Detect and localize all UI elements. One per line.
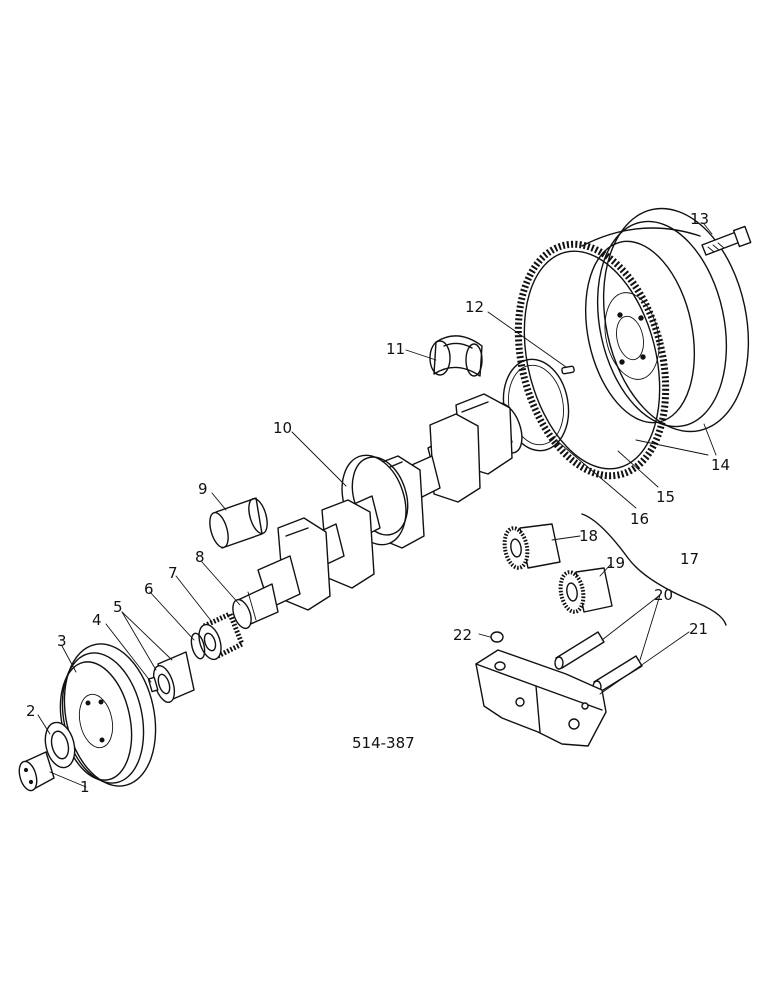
crankshaft [232,393,523,630]
washer [44,721,76,769]
callout-15: 15 [656,488,675,506]
callout-18: 18 [579,527,598,545]
thrust-bearing [429,335,483,377]
spacer-collar [152,651,195,703]
leader-lines [37,223,717,788]
o-ring [190,632,206,660]
callout-19: 19 [606,554,625,572]
drawing-code: 514-387 [352,734,415,752]
callout-labels: 1 2 3 4 5 6 7 8 9 10 11 12 13 14 15 16 1… [26,210,730,796]
callout-5: 5 [113,598,123,616]
callout-17: 17 [680,550,699,568]
callout-2: 2 [26,702,36,720]
crank-pulley [59,643,157,787]
dowel-pin [561,365,575,375]
callout-12: 12 [465,298,484,316]
callout-10: 10 [273,419,292,437]
callout-3: 3 [57,632,67,650]
callout-1: 1 [80,778,90,796]
pump-o-ring [490,631,504,643]
callout-22: 22 [453,626,472,644]
ring-gear [514,240,670,480]
callout-7: 7 [168,564,178,582]
callout-4: 4 [92,611,102,629]
callout-6: 6 [144,580,154,598]
bearing-shell [209,497,268,549]
flywheel-bolt [701,225,752,256]
pump-shafts [554,631,643,694]
callout-16: 16 [630,510,649,528]
pump-gear-lower [558,567,613,614]
callout-14: 14 [711,456,730,474]
callout-9: 9 [198,480,208,498]
woodruff-key [147,676,159,693]
callout-8: 8 [195,548,205,566]
callout-20: 20 [654,586,673,604]
pump-gear-upper [502,523,561,570]
pulley-nut [18,751,55,792]
pump-body [475,649,607,747]
callout-21: 21 [689,620,708,638]
callout-13: 13 [690,210,709,228]
callout-11: 11 [386,340,405,358]
group-bracket [581,513,727,626]
